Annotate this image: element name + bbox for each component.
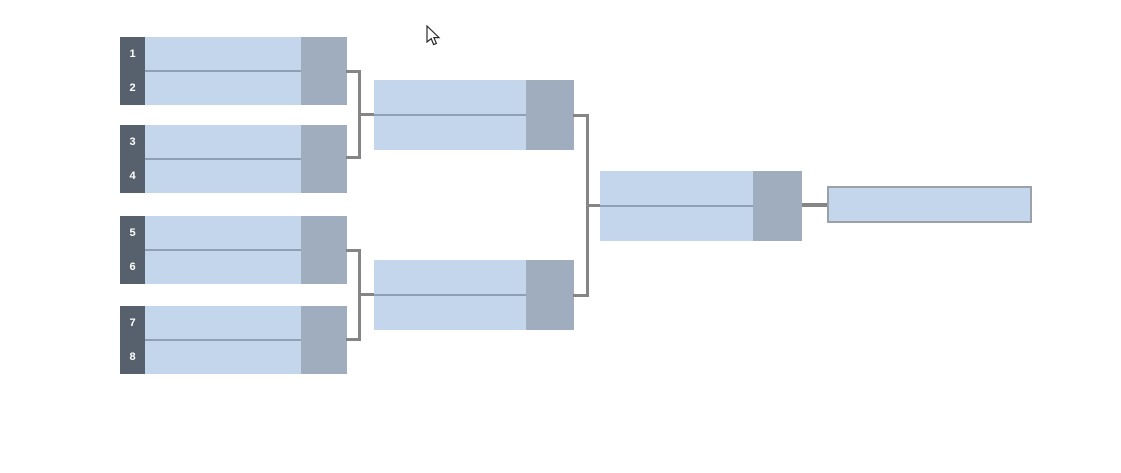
semifinal1-slot-top[interactable]	[374, 80, 526, 116]
final-slot-top[interactable]	[600, 171, 753, 207]
team-slot-seed-5[interactable]	[145, 216, 301, 251]
final-match	[600, 171, 802, 241]
round1-match-2: 3 4	[120, 125, 347, 193]
semifinal2-slot-top[interactable]	[374, 260, 526, 296]
seed-label-3: 3	[129, 136, 136, 148]
seed-label-6: 6	[129, 261, 136, 273]
score-block	[301, 37, 347, 105]
seed-label-4: 4	[129, 170, 136, 182]
team-slot-seed-4[interactable]	[145, 160, 301, 193]
score-block	[301, 306, 347, 374]
connector-final-champion	[802, 203, 827, 207]
team-slots	[374, 260, 526, 330]
semifinal2-slot-bottom[interactable]	[374, 296, 526, 330]
seed-label-5: 5	[129, 227, 136, 239]
seed-column: 7 8	[120, 306, 145, 374]
score-block	[301, 216, 347, 284]
score-block	[753, 171, 802, 241]
connector-round1-bottom-stub	[358, 293, 374, 296]
connector-round1-top-stub	[358, 113, 374, 116]
team-slots	[145, 37, 301, 105]
final-slot-bottom[interactable]	[600, 207, 753, 241]
team-slots	[145, 216, 301, 284]
seed-column: 1 2	[120, 37, 145, 105]
connector-semifinals-stub	[586, 204, 600, 207]
team-slots	[145, 306, 301, 374]
seed-label-7: 7	[129, 317, 136, 329]
team-slot-seed-8[interactable]	[145, 341, 301, 374]
semifinal-match-2	[374, 260, 574, 330]
round1-match-4: 7 8	[120, 306, 347, 374]
team-slot-seed-2[interactable]	[145, 72, 301, 105]
team-slot-seed-6[interactable]	[145, 251, 301, 284]
champion-slot[interactable]	[827, 186, 1032, 223]
team-slots	[600, 171, 753, 241]
team-slots	[374, 80, 526, 150]
score-block	[526, 260, 574, 330]
semifinal-match-1	[374, 80, 574, 150]
seed-label-1: 1	[129, 48, 136, 60]
team-slots	[145, 125, 301, 193]
semifinal1-slot-bottom[interactable]	[374, 116, 526, 150]
score-block	[301, 125, 347, 193]
mouse-cursor-icon	[426, 24, 442, 49]
score-block	[526, 80, 574, 150]
seed-label-8: 8	[129, 351, 136, 363]
team-slot-seed-1[interactable]	[145, 37, 301, 72]
team-slot-seed-3[interactable]	[145, 125, 301, 160]
team-slot-seed-7[interactable]	[145, 306, 301, 341]
seed-label-2: 2	[129, 82, 136, 94]
seed-column: 5 6	[120, 216, 145, 284]
round1-match-1: 1 2	[120, 37, 347, 105]
seed-column: 3 4	[120, 125, 145, 193]
round1-match-3: 5 6	[120, 216, 347, 284]
